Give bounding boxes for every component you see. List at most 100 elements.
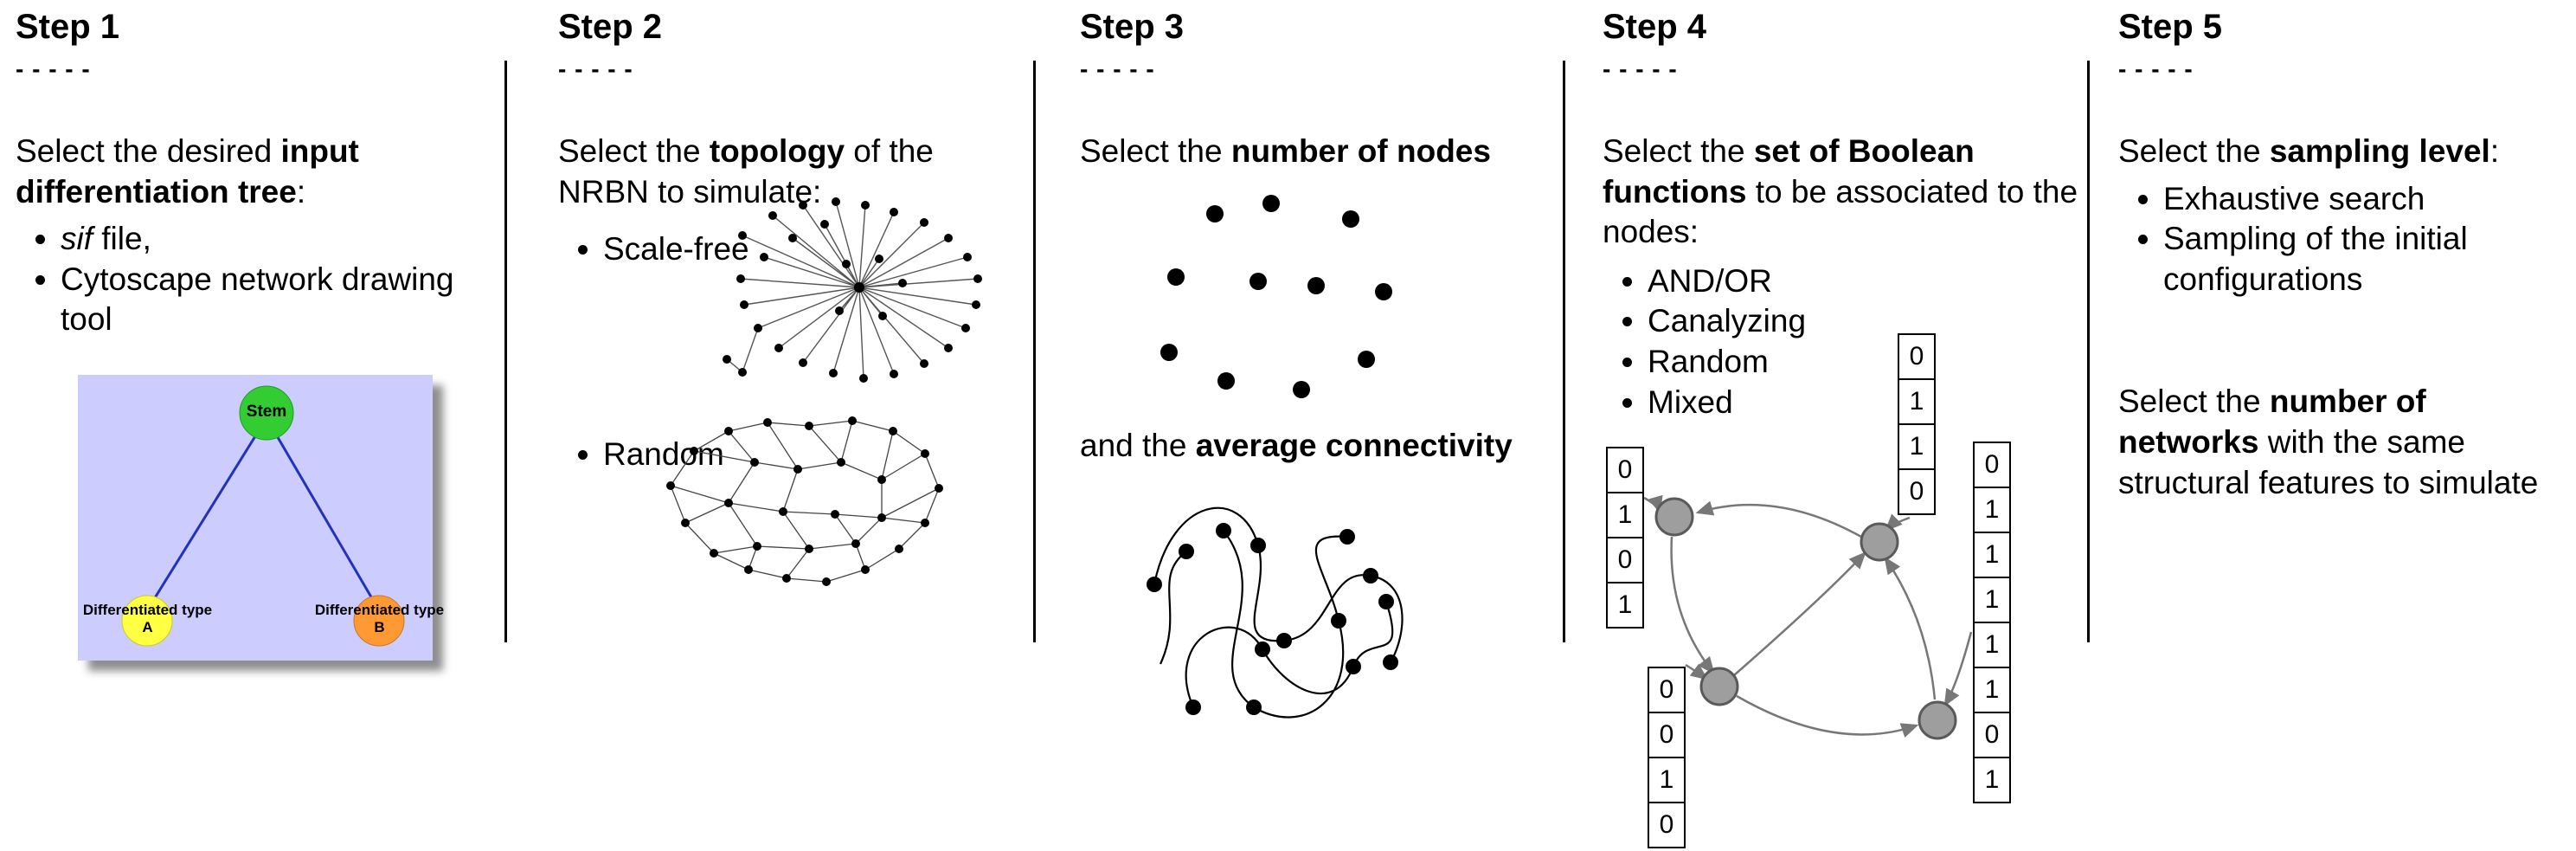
- truth-cell: 0: [1973, 712, 2011, 758]
- step3-intro: Select the number of nodes: [1080, 132, 1558, 172]
- differentiation-tree-svg: [121, 385, 405, 647]
- step5-dashed-separator: - - - - -: [2118, 55, 2194, 82]
- truth-table-left: 0 1 0 1: [1606, 447, 1644, 629]
- column-divider-4: [2087, 61, 2090, 642]
- truth-cell: 1: [1898, 378, 1936, 425]
- truth-cell: 1: [1606, 492, 1644, 538]
- step2-dashed-separator: - - - - -: [558, 55, 633, 82]
- step1-bullet-list: sif file, Cytoscape network drawing tool: [16, 219, 504, 340]
- step2-column: Step 2 - - - - - Select the topology of …: [558, 0, 1025, 851]
- truth-cell: 0: [1606, 447, 1644, 493]
- intro-bold-text: sampling level: [2269, 133, 2490, 169]
- node-dots: [1160, 195, 1392, 398]
- bullet-sif-file: sif file,: [61, 219, 504, 260]
- type-b-node: [353, 595, 405, 647]
- tangle-curves: [1153, 506, 1404, 719]
- step5-title: Step 5: [2118, 8, 2223, 46]
- truth-table-bottom-left: 0 0 1 0: [1648, 667, 1686, 848]
- step5-second-text: Select the number of networks with the s…: [2118, 382, 2573, 503]
- truth-cell: 0: [1898, 333, 1936, 380]
- second-bold-text: average connectivity: [1195, 428, 1513, 463]
- truth-cell: 1: [1973, 757, 2011, 803]
- step4-title: Step 4: [1603, 8, 1707, 46]
- truth-cell: 0: [1648, 802, 1686, 848]
- step1-intro: Select the desired input differentiation…: [16, 132, 504, 212]
- step2-intro: Select the topology of the NRBN to simul…: [558, 132, 1025, 212]
- scale-free-edges: [726, 201, 979, 379]
- truth-cell: 0: [1648, 712, 1686, 758]
- intro-text: :: [296, 173, 306, 210]
- boolean-nodes: [1654, 497, 1957, 740]
- intro-text: Select the: [558, 133, 710, 169]
- tree-edges: [145, 417, 381, 611]
- truth-cell: 1: [1973, 577, 2011, 623]
- random-network-graphic: [666, 416, 943, 586]
- step5-column: Step 5 - - - - - Select the sampling lev…: [2118, 0, 2573, 851]
- random-edges: [670, 420, 940, 583]
- second-bold-text: number of networks: [2118, 384, 2426, 461]
- step2-bullet-list: Scale-free Random: [558, 229, 1025, 474]
- truth-cell: 1: [1973, 532, 2011, 578]
- bullet-mixed: Mixed: [1648, 383, 2083, 423]
- truth-cell: 1: [1606, 582, 1644, 629]
- connectivity-tangle-graphic: [1147, 506, 1404, 719]
- scale-free-nodes: [723, 197, 982, 383]
- step1-dashed-separator: - - - - -: [16, 55, 91, 82]
- truth-cell: 1: [1973, 667, 2011, 713]
- truth-cell: 1: [1648, 757, 1686, 803]
- second-text: and the: [1080, 428, 1196, 463]
- column-divider-1: [504, 61, 507, 642]
- intro-bold-text: input differentiation tree: [16, 133, 359, 210]
- intro-text: of the NRBN to simulate:: [558, 133, 934, 210]
- step5-intro: Select the sampling level:: [2118, 132, 2573, 172]
- bullet-scale-free: Scale-free: [603, 229, 1025, 270]
- second-text: Select the: [2118, 384, 2270, 420]
- step4-intro: Select the set of Boolean functions to b…: [1603, 132, 2083, 253]
- boolean-arrows: [1643, 494, 1973, 738]
- step1-column: Step 1 - - - - - Select the desired inpu…: [16, 0, 504, 851]
- step2-title: Step 2: [558, 8, 663, 46]
- truth-table-top: 0 1 1 0: [1898, 333, 1936, 515]
- boolean-node-c: [1699, 667, 1739, 706]
- boolean-node-b: [1860, 522, 1899, 562]
- truth-table-right: 0 1 1 1 1 1 0 1: [1973, 442, 2011, 803]
- step4-dashed-separator: - - - - -: [1603, 55, 1678, 82]
- second-text: with the same structural features to sim…: [2118, 424, 2539, 500]
- step3-dashed-separator: - - - - -: [1080, 55, 1155, 82]
- scattered-nodes-graphic: [1160, 195, 1392, 398]
- stem-node-label: Stem: [246, 403, 287, 421]
- intro-bold-text: set of Boolean functions: [1603, 133, 1975, 210]
- step3-second-text: and the average connectivity: [1080, 426, 1513, 467]
- bullet-random: Random: [603, 435, 1025, 475]
- truth-cell: 1: [1973, 487, 2011, 533]
- intro-text: Select the: [1603, 133, 1754, 169]
- truth-cell: 1: [1898, 423, 1936, 470]
- intro-bold-text: number of nodes: [1230, 133, 1491, 169]
- intro-text: Select the desired: [16, 133, 281, 169]
- step4-column: Step 4 - - - - - Select the set of Boole…: [1603, 0, 2083, 851]
- intro-text: :: [2489, 133, 2500, 169]
- tangle-dots: [1147, 523, 1398, 715]
- boolean-network-graphic: 0 1 1 0 0 1 0 1 0 0 1 0 0 1 1 1 1 1 0 1: [1603, 329, 2035, 848]
- intro-bold-text: topology: [709, 133, 845, 169]
- truth-cell: 1: [1973, 622, 2011, 668]
- intro-text: to be associated to the nodes:: [1603, 173, 2078, 250]
- bullet-random-functions: Random: [1648, 342, 2083, 383]
- column-divider-3: [1563, 61, 1565, 642]
- bullet-and-or: AND/OR: [1648, 261, 2083, 302]
- stem-node: [239, 385, 294, 441]
- bullet-cytoscape: Cytoscape network drawing tool: [61, 260, 504, 340]
- step4-bullet-list: AND/OR Canalyzing Random Mixed: [1603, 261, 2083, 422]
- boolean-node-d: [1918, 700, 1957, 740]
- type-a-node: [121, 595, 173, 647]
- random-nodes: [666, 416, 943, 586]
- bullet-sampling-initial: Sampling of the initial configurations: [2163, 219, 2573, 300]
- truth-cell: 0: [1648, 667, 1686, 713]
- boolean-node-a: [1654, 497, 1694, 537]
- scale-free-network-graphic: [723, 197, 982, 383]
- step3-title: Step 3: [1080, 8, 1185, 46]
- boolean-network-svg: [1643, 494, 1973, 740]
- intro-text: Select the: [2118, 133, 2270, 169]
- differentiation-tree-graphic: Stem Differentiated type A Differentiate…: [78, 375, 444, 661]
- bullet-exhaustive-search: Exhaustive search: [2163, 179, 2573, 220]
